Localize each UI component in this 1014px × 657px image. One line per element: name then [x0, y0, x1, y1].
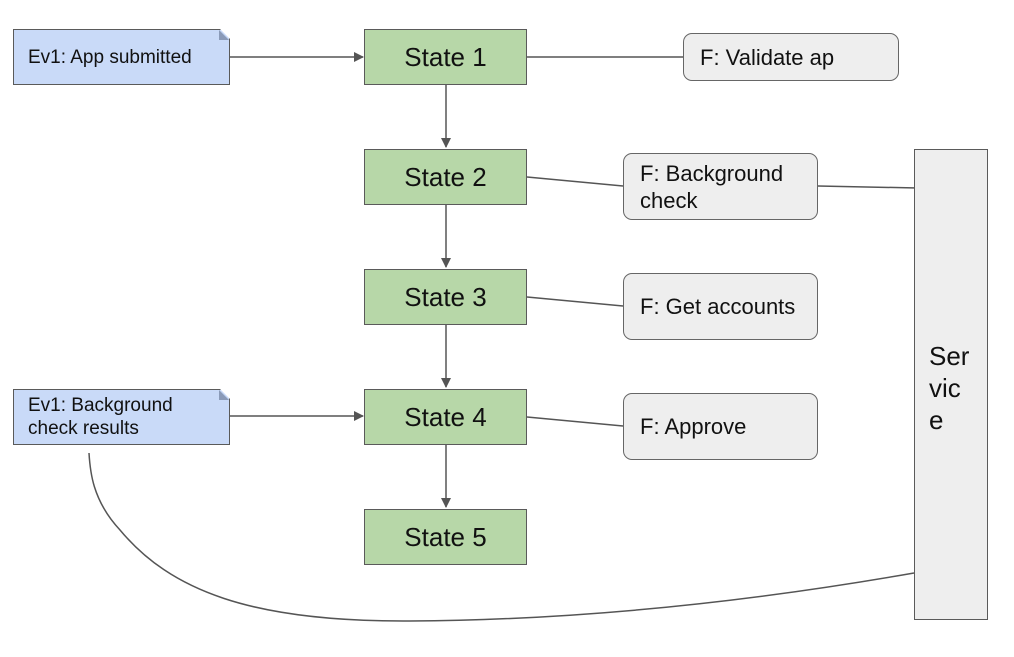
state-3-label: State 3	[404, 281, 487, 312]
service-box: Service	[914, 149, 988, 620]
event-app-submitted: Ev1: App submitted	[13, 29, 230, 85]
link-state4-approve	[526, 416, 624, 427]
state-2: State 2	[364, 149, 527, 205]
function-approve-label: F: Approve	[640, 414, 747, 439]
function-get-accounts: F: Get accounts	[623, 273, 818, 340]
state-1: State 1	[364, 29, 527, 85]
function-validate: F: Validate ap	[683, 33, 899, 81]
link-state2-background	[526, 176, 624, 187]
state-4: State 4	[364, 389, 527, 445]
state-5-label: State 5	[404, 521, 487, 552]
link-state3-accounts	[526, 296, 624, 307]
state-2-label: State 2	[404, 161, 487, 192]
service-label: Service	[929, 341, 970, 435]
state-5: State 5	[364, 509, 527, 565]
event-background-check-results-label: Ev1: Background check results	[28, 395, 173, 439]
state-3: State 3	[364, 269, 527, 325]
state-4-label: State 4	[404, 401, 487, 432]
link-background-service	[817, 185, 919, 189]
function-approve: F: Approve	[623, 393, 818, 460]
function-get-accounts-label: F: Get accounts	[640, 294, 796, 319]
function-background-check: F: Background check	[623, 153, 818, 220]
function-validate-label: F: Validate ap	[700, 44, 835, 70]
state-1-label: State 1	[404, 41, 487, 72]
event-background-check-results: Ev1: Background check results	[13, 389, 230, 445]
event-app-submitted-label: Ev1: App submitted	[28, 46, 192, 68]
function-background-check-label: F: Background check	[640, 160, 784, 213]
curve-service-to-event2	[88, 452, 915, 622]
